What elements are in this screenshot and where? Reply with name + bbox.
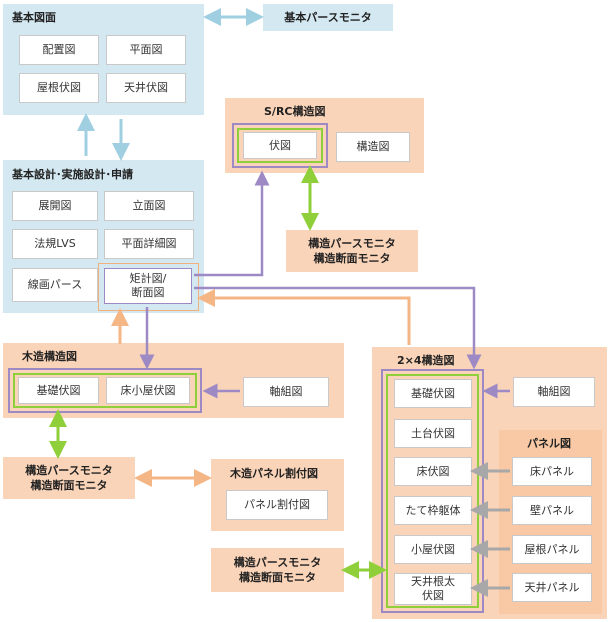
- src-purple-frame: [232, 123, 328, 168]
- panel-zu-title: パネル図: [527, 437, 571, 450]
- box-panel-wari[interactable]: パネル割付図: [226, 490, 328, 520]
- box-heimen[interactable]: 平面図: [106, 35, 186, 65]
- src-title: S/RC構造図: [264, 105, 326, 118]
- box-mokuzo-kiso[interactable]: 基礎伏図: [18, 377, 99, 404]
- box-ritsumen[interactable]: 立面図: [104, 191, 194, 221]
- src-green-frame: [237, 128, 323, 163]
- kihon-zumen-title: 基本図面: [12, 11, 56, 24]
- mokuzo-monitor-panel: [3, 457, 135, 499]
- box-heimen-shosai[interactable]: 平面詳細図: [104, 229, 194, 259]
- tbf-title: 2×4構造図: [397, 354, 455, 367]
- box-tbf-jikugumi[interactable]: 軸組図: [513, 377, 595, 407]
- box-haichi[interactable]: 配置図: [19, 35, 99, 65]
- kihon-pers-panel: [263, 4, 393, 31]
- mokuzo-panel-wari-title: 木造パネル割付図: [230, 467, 318, 480]
- arrow-kanakei-to-src: [194, 170, 270, 277]
- box-tenjofuse[interactable]: 天井伏図: [106, 73, 186, 103]
- mokuzo-purple-frame: [8, 368, 202, 413]
- kihon-sekkei-title: 基本設計･実施設計･申請: [12, 168, 133, 181]
- tbf-purple-frame: [381, 369, 484, 613]
- box-hoki-lvs[interactable]: 法規LVS: [12, 229, 98, 259]
- box-src-fuse[interactable]: 伏図: [243, 132, 317, 159]
- box-tbf-koya[interactable]: 小屋伏図: [394, 535, 472, 564]
- arrow-tbf-to-kanakei: [197, 289, 411, 345]
- src-monitor-label[interactable]: 構造パースモニタ 構造断面モニタ: [308, 237, 396, 265]
- box-yane-panel[interactable]: 屋根パネル: [512, 535, 592, 564]
- kihon-pers-label[interactable]: 基本パースモニタ: [284, 11, 372, 24]
- box-yuka-panel[interactable]: 床パネル: [512, 457, 592, 486]
- box-tbf-kiso[interactable]: 基礎伏図: [394, 379, 472, 408]
- box-tbf-tatewaku[interactable]: たて枠躯体: [394, 496, 472, 525]
- box-tbf-dodai[interactable]: 土台伏図: [394, 419, 472, 448]
- box-tenjo-panel[interactable]: 天井パネル: [512, 573, 592, 602]
- mokuzo-title: 木造構造図: [22, 350, 77, 363]
- tbf-monitor-panel: [211, 548, 344, 592]
- box-tbf-yuka[interactable]: 床伏図: [394, 457, 472, 486]
- box-yanefuse[interactable]: 屋根伏図: [19, 73, 99, 103]
- box-tbf-tenjo[interactable]: 天井根太 伏図: [394, 573, 472, 605]
- box-kanakei-danmen[interactable]: 矩計図/ 断面図: [104, 268, 192, 304]
- box-mokuzo-yukakoya[interactable]: 床小屋伏図: [106, 377, 190, 404]
- tbf-green-frame: [386, 374, 479, 608]
- box-mokuzo-jikugumi[interactable]: 軸組図: [243, 377, 329, 407]
- tbf-monitor-label[interactable]: 構造パースモニタ 構造断面モニタ: [233, 556, 322, 584]
- src-monitor-panel: [286, 230, 418, 272]
- box-tenkai[interactable]: 展開図: [12, 191, 98, 221]
- box-kabe-panel[interactable]: 壁パネル: [512, 496, 592, 525]
- box-src-kozo[interactable]: 構造図: [336, 132, 410, 162]
- mokuzo-green-frame: [13, 373, 197, 408]
- box-senga-pers[interactable]: 線画パース: [12, 268, 98, 302]
- mokuzo-monitor-label[interactable]: 構造パースモニタ 構造断面モニタ: [25, 464, 113, 492]
